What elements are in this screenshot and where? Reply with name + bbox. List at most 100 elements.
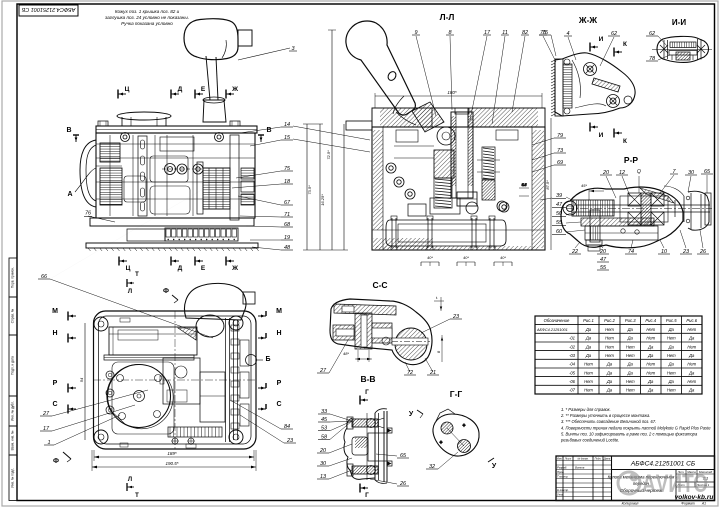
svg-text:71: 71 bbox=[284, 212, 290, 218]
svg-text:АБФС4.21251001 СБ: АБФС4.21251001 СБ bbox=[630, 461, 696, 468]
svg-text:Ф: Ф bbox=[163, 288, 169, 295]
svg-text:Да: Да bbox=[606, 370, 613, 375]
svg-text:Кулиса механизма переключения: Кулиса механизма переключения bbox=[608, 475, 675, 480]
svg-text:16.25*: 16.25* bbox=[320, 194, 325, 206]
svg-text:В: В bbox=[266, 127, 271, 134]
svg-text:АVИТО: АVИТО bbox=[642, 470, 708, 498]
svg-text:Да: Да bbox=[668, 344, 675, 349]
svg-text:17: 17 bbox=[484, 30, 491, 36]
svg-text:Н.контр.: Н.контр. bbox=[557, 488, 569, 492]
svg-text:-05: -05 bbox=[569, 370, 576, 375]
svg-text:Рис.1: Рис.1 bbox=[583, 318, 594, 323]
svg-text:3. *** Обеспечить совпадение В: 3. *** Обеспечить совпадение Величиной п… bbox=[561, 419, 656, 424]
svg-text:75: 75 bbox=[542, 30, 549, 36]
svg-text:Ручка показана условно: Ручка показана условно bbox=[121, 21, 173, 26]
svg-text:79: 79 bbox=[557, 133, 563, 139]
svg-text:Да: Да bbox=[585, 327, 592, 332]
svg-text:volkov-kb.ru: volkov-kb.ru bbox=[675, 494, 714, 501]
svg-text:Рис.5: Рис.5 bbox=[666, 318, 677, 323]
svg-text:В: В bbox=[66, 127, 71, 134]
svg-text:И: И bbox=[599, 132, 604, 139]
svg-text:Справ. №: Справ. № bbox=[11, 308, 15, 323]
svg-text:66: 66 bbox=[41, 274, 48, 280]
svg-text:Инв. № дубл.: Инв. № дубл. bbox=[11, 401, 15, 421]
svg-text:Да: Да bbox=[585, 336, 592, 341]
svg-text:Г: Г bbox=[365, 492, 369, 499]
svg-text:Да: Да bbox=[688, 388, 695, 393]
svg-text:58: 58 bbox=[321, 434, 328, 440]
svg-text:Рис.4: Рис.4 bbox=[645, 318, 656, 323]
svg-text:5.5: 5.5 bbox=[522, 183, 527, 187]
svg-text:Р-Р: Р-Р bbox=[624, 155, 639, 165]
svg-text:26: 26 bbox=[699, 249, 707, 255]
svg-text:✦: ✦ bbox=[462, 423, 466, 429]
svg-text:Листов 1: Листов 1 bbox=[696, 483, 710, 487]
svg-text:Инв. № подл.: Инв. № подл. bbox=[11, 468, 15, 488]
svg-text:Нет: Нет bbox=[605, 327, 614, 332]
svg-text:74: 74 bbox=[628, 249, 634, 255]
svg-text:Нет: Нет bbox=[626, 344, 635, 349]
svg-text:39: 39 bbox=[556, 193, 562, 199]
svg-text:3: 3 bbox=[291, 46, 295, 52]
svg-text:180*: 180* bbox=[447, 90, 457, 95]
svg-text:Перв. примен.: Перв. примен. bbox=[11, 267, 15, 288]
svg-text:54: 54 bbox=[79, 377, 84, 382]
svg-text:С: С bbox=[52, 401, 57, 408]
svg-text:Лист: Лист bbox=[676, 483, 685, 487]
svg-text:Рис.3: Рис.3 bbox=[625, 318, 636, 323]
svg-text:Нет: Нет bbox=[646, 370, 655, 375]
svg-text:-06: -06 bbox=[569, 379, 576, 384]
svg-text:Изм.: Изм. bbox=[557, 458, 563, 461]
svg-text:4: 4 bbox=[566, 31, 569, 37]
svg-text:Да: Да bbox=[627, 362, 634, 367]
svg-text:Д: Д bbox=[178, 265, 183, 272]
svg-text:13: 13 bbox=[320, 474, 327, 480]
svg-text:М: М bbox=[52, 308, 58, 315]
svg-text:87.5*: 87.5* bbox=[545, 180, 550, 190]
svg-text:Подп.: Подп. bbox=[595, 458, 602, 461]
svg-text:33: 33 bbox=[321, 409, 328, 415]
svg-text:8: 8 bbox=[436, 350, 441, 353]
svg-text:2. ** Размеры уточнить в проце: 2. ** Размеры уточнить в процессе монтаж… bbox=[560, 413, 650, 418]
svg-text:26: 26 bbox=[399, 481, 407, 487]
svg-text:20: 20 bbox=[599, 249, 607, 255]
svg-text:5. Винты поз. 10 зафиксировать: 5. Винты поз. 10 зафиксировать в раме по… bbox=[561, 431, 698, 436]
svg-text:8: 8 bbox=[448, 30, 452, 36]
svg-text:Рис.6: Рис.6 bbox=[686, 318, 697, 323]
svg-text:17: 17 bbox=[43, 426, 50, 432]
svg-text:67: 67 bbox=[284, 200, 291, 206]
svg-text:Н: Н bbox=[52, 330, 57, 337]
svg-text:Кожух поз. 1 крышка поз. 82 и: Кожух поз. 1 крышка поз. 82 и bbox=[115, 9, 180, 14]
svg-text:Обозначение: Обозначение bbox=[544, 318, 570, 323]
svg-text:23: 23 bbox=[452, 314, 460, 320]
svg-text:АБФС4.21251001 СБ: АБФС4.21251001 СБ bbox=[21, 6, 76, 12]
svg-text:189*: 189* bbox=[167, 451, 177, 456]
svg-text:1:1: 1:1 bbox=[703, 476, 709, 481]
svg-text:47: 47 bbox=[600, 257, 607, 263]
svg-text:А: А bbox=[67, 191, 72, 198]
svg-text:Да: Да bbox=[688, 336, 695, 341]
svg-text:20: 20 bbox=[319, 448, 327, 454]
svg-text:60: 60 bbox=[556, 229, 563, 235]
svg-text:69: 69 bbox=[557, 160, 563, 166]
svg-text:62: 62 bbox=[649, 31, 655, 37]
svg-text:t.: t. bbox=[436, 295, 438, 300]
svg-text:Нет: Нет bbox=[626, 388, 635, 393]
svg-text:11: 11 bbox=[502, 30, 508, 36]
svg-text:32: 32 bbox=[429, 464, 435, 470]
svg-text:73.5*: 73.5* bbox=[307, 185, 312, 195]
svg-text:4. Поверхности трения педали п: 4. Поверхности трения педали покрыть пас… bbox=[561, 425, 711, 430]
svg-text:Масштаб: Масштаб bbox=[699, 470, 712, 474]
svg-text:10: 10 bbox=[661, 249, 668, 255]
svg-text:14: 14 bbox=[284, 122, 290, 128]
svg-text:45*: 45* bbox=[581, 183, 587, 188]
svg-text:30: 30 bbox=[320, 461, 327, 467]
svg-text:40*: 40* bbox=[427, 256, 433, 260]
svg-text:Пров.: Пров. bbox=[557, 470, 565, 474]
svg-text:Нет: Нет bbox=[687, 344, 696, 349]
svg-text:Ц: Ц bbox=[126, 265, 131, 272]
svg-text:Рис.2: Рис.2 bbox=[604, 318, 615, 323]
svg-text:21: 21 bbox=[429, 370, 436, 376]
svg-text:Лист: Лист bbox=[564, 458, 571, 461]
svg-text:Нет: Нет bbox=[687, 362, 696, 367]
